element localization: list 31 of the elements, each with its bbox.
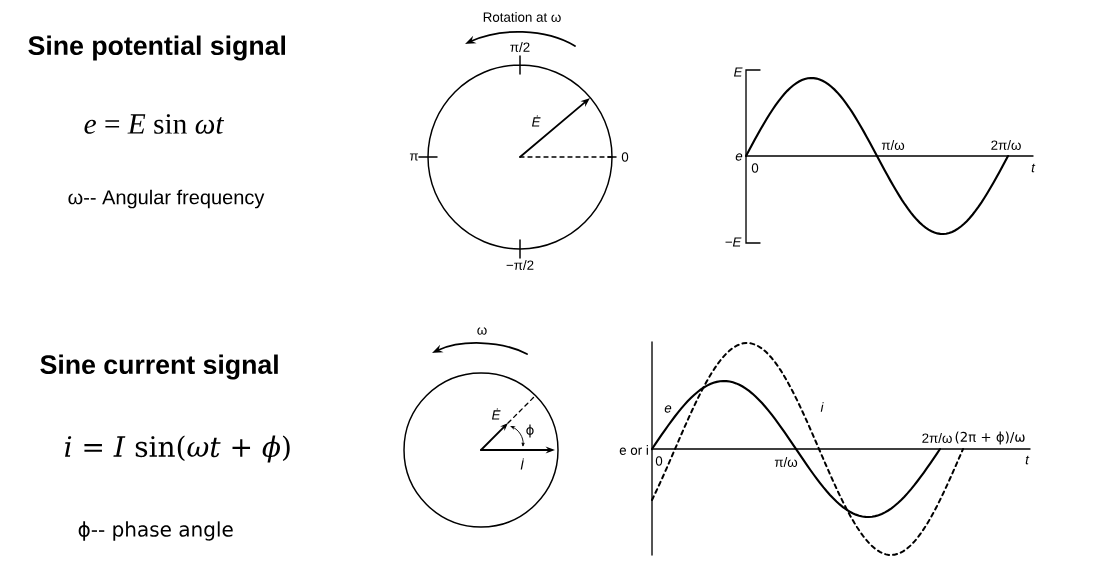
- angle-label: 0: [621, 152, 629, 162]
- angle-label: ϕ: [526, 424, 534, 438]
- angle-label: −π/2: [506, 260, 534, 270]
- definition-text: ω-- Angular frequency: [68, 189, 265, 209]
- rotation-label: ω: [477, 327, 487, 335]
- heading: Sine current signal: [40, 354, 278, 380]
- tick-label: π/ω: [881, 140, 905, 150]
- tick-label: (2π + ϕ)/ω: [955, 431, 1025, 445]
- axis-label: E: [734, 67, 743, 77]
- phasor-label: Ė: [532, 115, 541, 127]
- phasor-label: Ė: [492, 408, 501, 420]
- phasor-label: İ: [520, 458, 524, 470]
- angle-label: π/2: [510, 42, 530, 52]
- tick-label: 2π/ω: [991, 140, 1021, 150]
- definition-text: ϕ-- phase angle: [78, 521, 233, 541]
- tick-label: π/ω: [774, 457, 798, 467]
- formula: e = E sin ωt: [84, 114, 225, 134]
- formula: i = I sin(ωt + ϕ): [65, 435, 290, 463]
- tick-label: 0: [655, 456, 663, 466]
- axis-label: t: [1031, 163, 1036, 173]
- axis-label: e: [735, 153, 743, 161]
- tick-label: 2π/ω: [922, 433, 952, 443]
- heading: Sine potential signal: [28, 35, 285, 61]
- angle-label: π: [409, 153, 418, 161]
- axis-label: t: [1025, 455, 1030, 465]
- axis-label: −E: [725, 237, 742, 247]
- curve-label: i: [820, 402, 824, 412]
- axis-label: e or i: [619, 445, 648, 455]
- rotation-label: Rotation at ω: [483, 12, 561, 22]
- tick-label: 0: [751, 163, 759, 173]
- curve-label: e: [664, 405, 672, 413]
